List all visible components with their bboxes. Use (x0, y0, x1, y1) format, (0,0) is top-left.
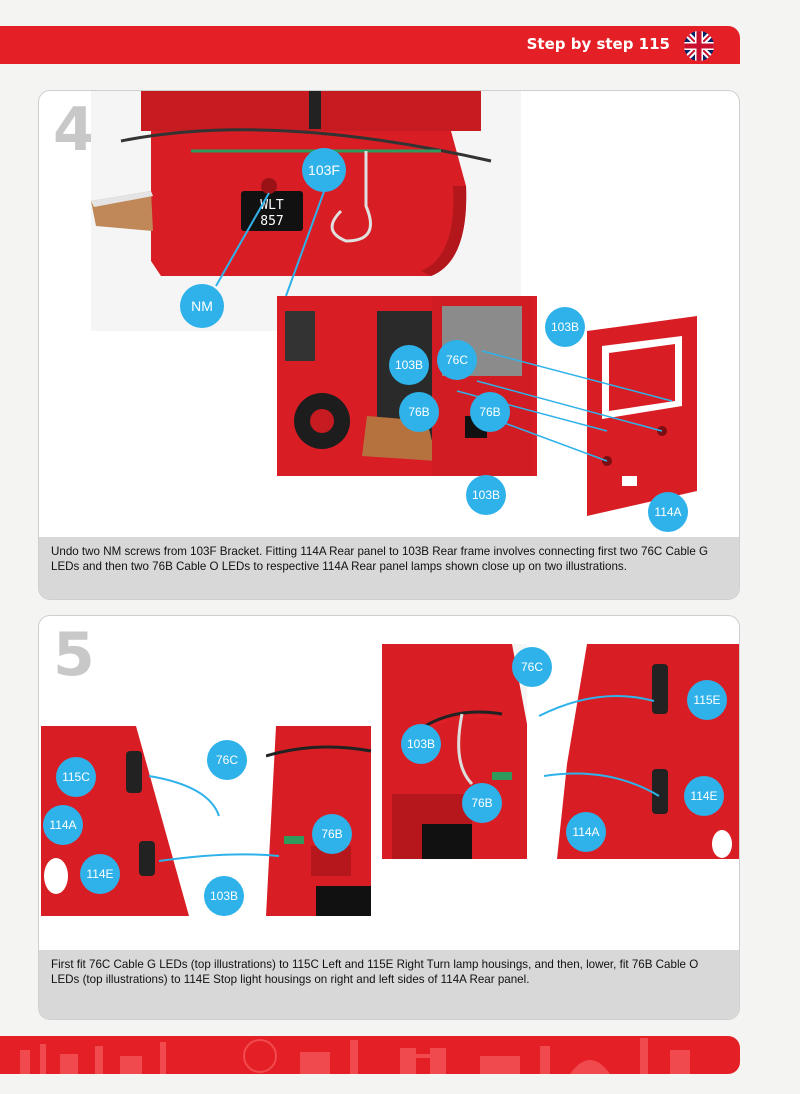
plate-line-2: 857 (260, 214, 283, 229)
callout-114E-left: 114E (80, 854, 120, 894)
step-5-caption: First fit 76C Cable G LEDs (top illustra… (39, 950, 739, 1019)
callout-76B-left: 76B (399, 392, 439, 432)
callout-76C: 76C (437, 340, 477, 380)
step-number: 4 (53, 95, 95, 165)
skyline-decoration (0, 1036, 740, 1074)
callout-76B-right: 76B (470, 392, 510, 432)
callout-103B-top: 103B (401, 724, 441, 764)
page-header: Step by step 115 (0, 26, 740, 64)
step-5-panel: 5 76C 1 (38, 615, 740, 1020)
callout-76C-top: 76C (512, 647, 552, 687)
page-title: Step by step 115 (527, 35, 670, 53)
step-number: 5 (53, 620, 95, 690)
callout-114A: 114A (648, 492, 688, 532)
uk-flag-icon (684, 31, 714, 61)
callout-115E: 115E (687, 680, 727, 720)
callout-76B-bottom: 76B (312, 814, 352, 854)
callout-103F: 103F (302, 148, 346, 192)
callout-114E-right: 114E (684, 776, 724, 816)
callout-103B-bottom: 103B (466, 475, 506, 515)
callout-114A-left: 114A (43, 805, 83, 845)
callout-103B-bottom: 103B (204, 876, 244, 916)
callout-103B-top: 103B (545, 307, 585, 347)
callout-76C-bottom: 76C (207, 740, 247, 780)
callout-114A-right: 114A (566, 812, 606, 852)
london-skyline-footer (0, 1036, 740, 1074)
step-4-panel: 4 WLT 857 103F NM (38, 90, 740, 600)
callout-NM: NM (180, 284, 224, 328)
callout-76B-top: 76B (462, 783, 502, 823)
callout-103B-left: 103B (389, 345, 429, 385)
callout-115C: 115C (56, 757, 96, 797)
step-4-caption: Undo two NM screws from 103F Bracket. Fi… (39, 537, 739, 599)
